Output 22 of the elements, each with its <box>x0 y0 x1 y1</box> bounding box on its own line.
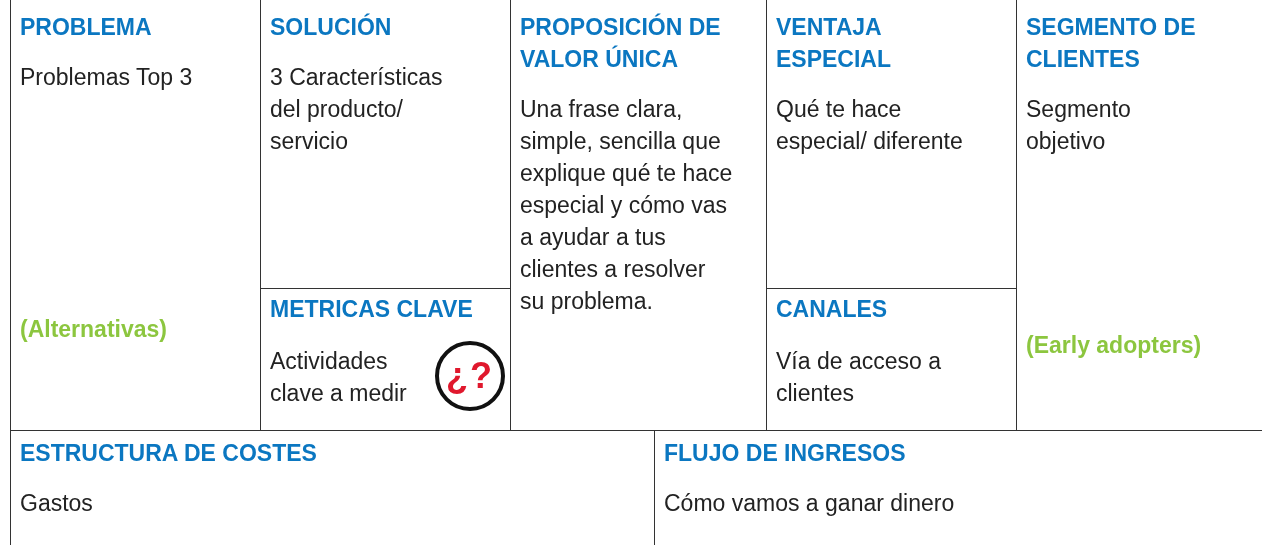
hint-text: (Early adopters) <box>1026 331 1203 360</box>
section-heading: ESTRUCTURA DE COSTES <box>20 439 318 468</box>
section-text: Vía de acceso a clientes <box>776 347 942 408</box>
section-heading: CANALES <box>776 295 889 324</box>
section-text: Una frase clara, simple, sencilla que explique qué te hace especial y cómo vas a ayudar a tus clientes a resolver su problema. <box>520 95 734 316</box>
section-text: Cómo vamos a ganar dinero <box>664 489 956 518</box>
section-text: Actividades clave a medir <box>270 347 408 408</box>
section-heading: SOLUCIÓN <box>270 12 393 42</box>
section-heading: VENTAJA ESPECIAL <box>776 13 893 74</box>
section-heading: FLUJO DE INGRESOS <box>664 439 907 468</box>
section-text: 3 Características del producto/ servicio <box>270 63 444 156</box>
hint-text: (Alternativas) <box>20 315 168 344</box>
question-mark-text: ¿? <box>446 355 494 397</box>
section-heading: METRICAS CLAVE <box>270 295 474 324</box>
section-heading: PROPOSICIÓN DE VALOR ÚNICA <box>520 12 722 74</box>
section-heading: PROBLEMA <box>20 13 153 42</box>
section-heading: SEGMENTO DE CLIENTES <box>1026 13 1197 74</box>
section-text: Qué te hace especial/ diferente <box>776 95 964 156</box>
section-text: Gastos <box>20 489 94 518</box>
canvas-cell <box>10 430 655 545</box>
section-text: Segmento objetivo <box>1026 95 1132 156</box>
section-text: Problemas Top 3 <box>20 63 194 92</box>
